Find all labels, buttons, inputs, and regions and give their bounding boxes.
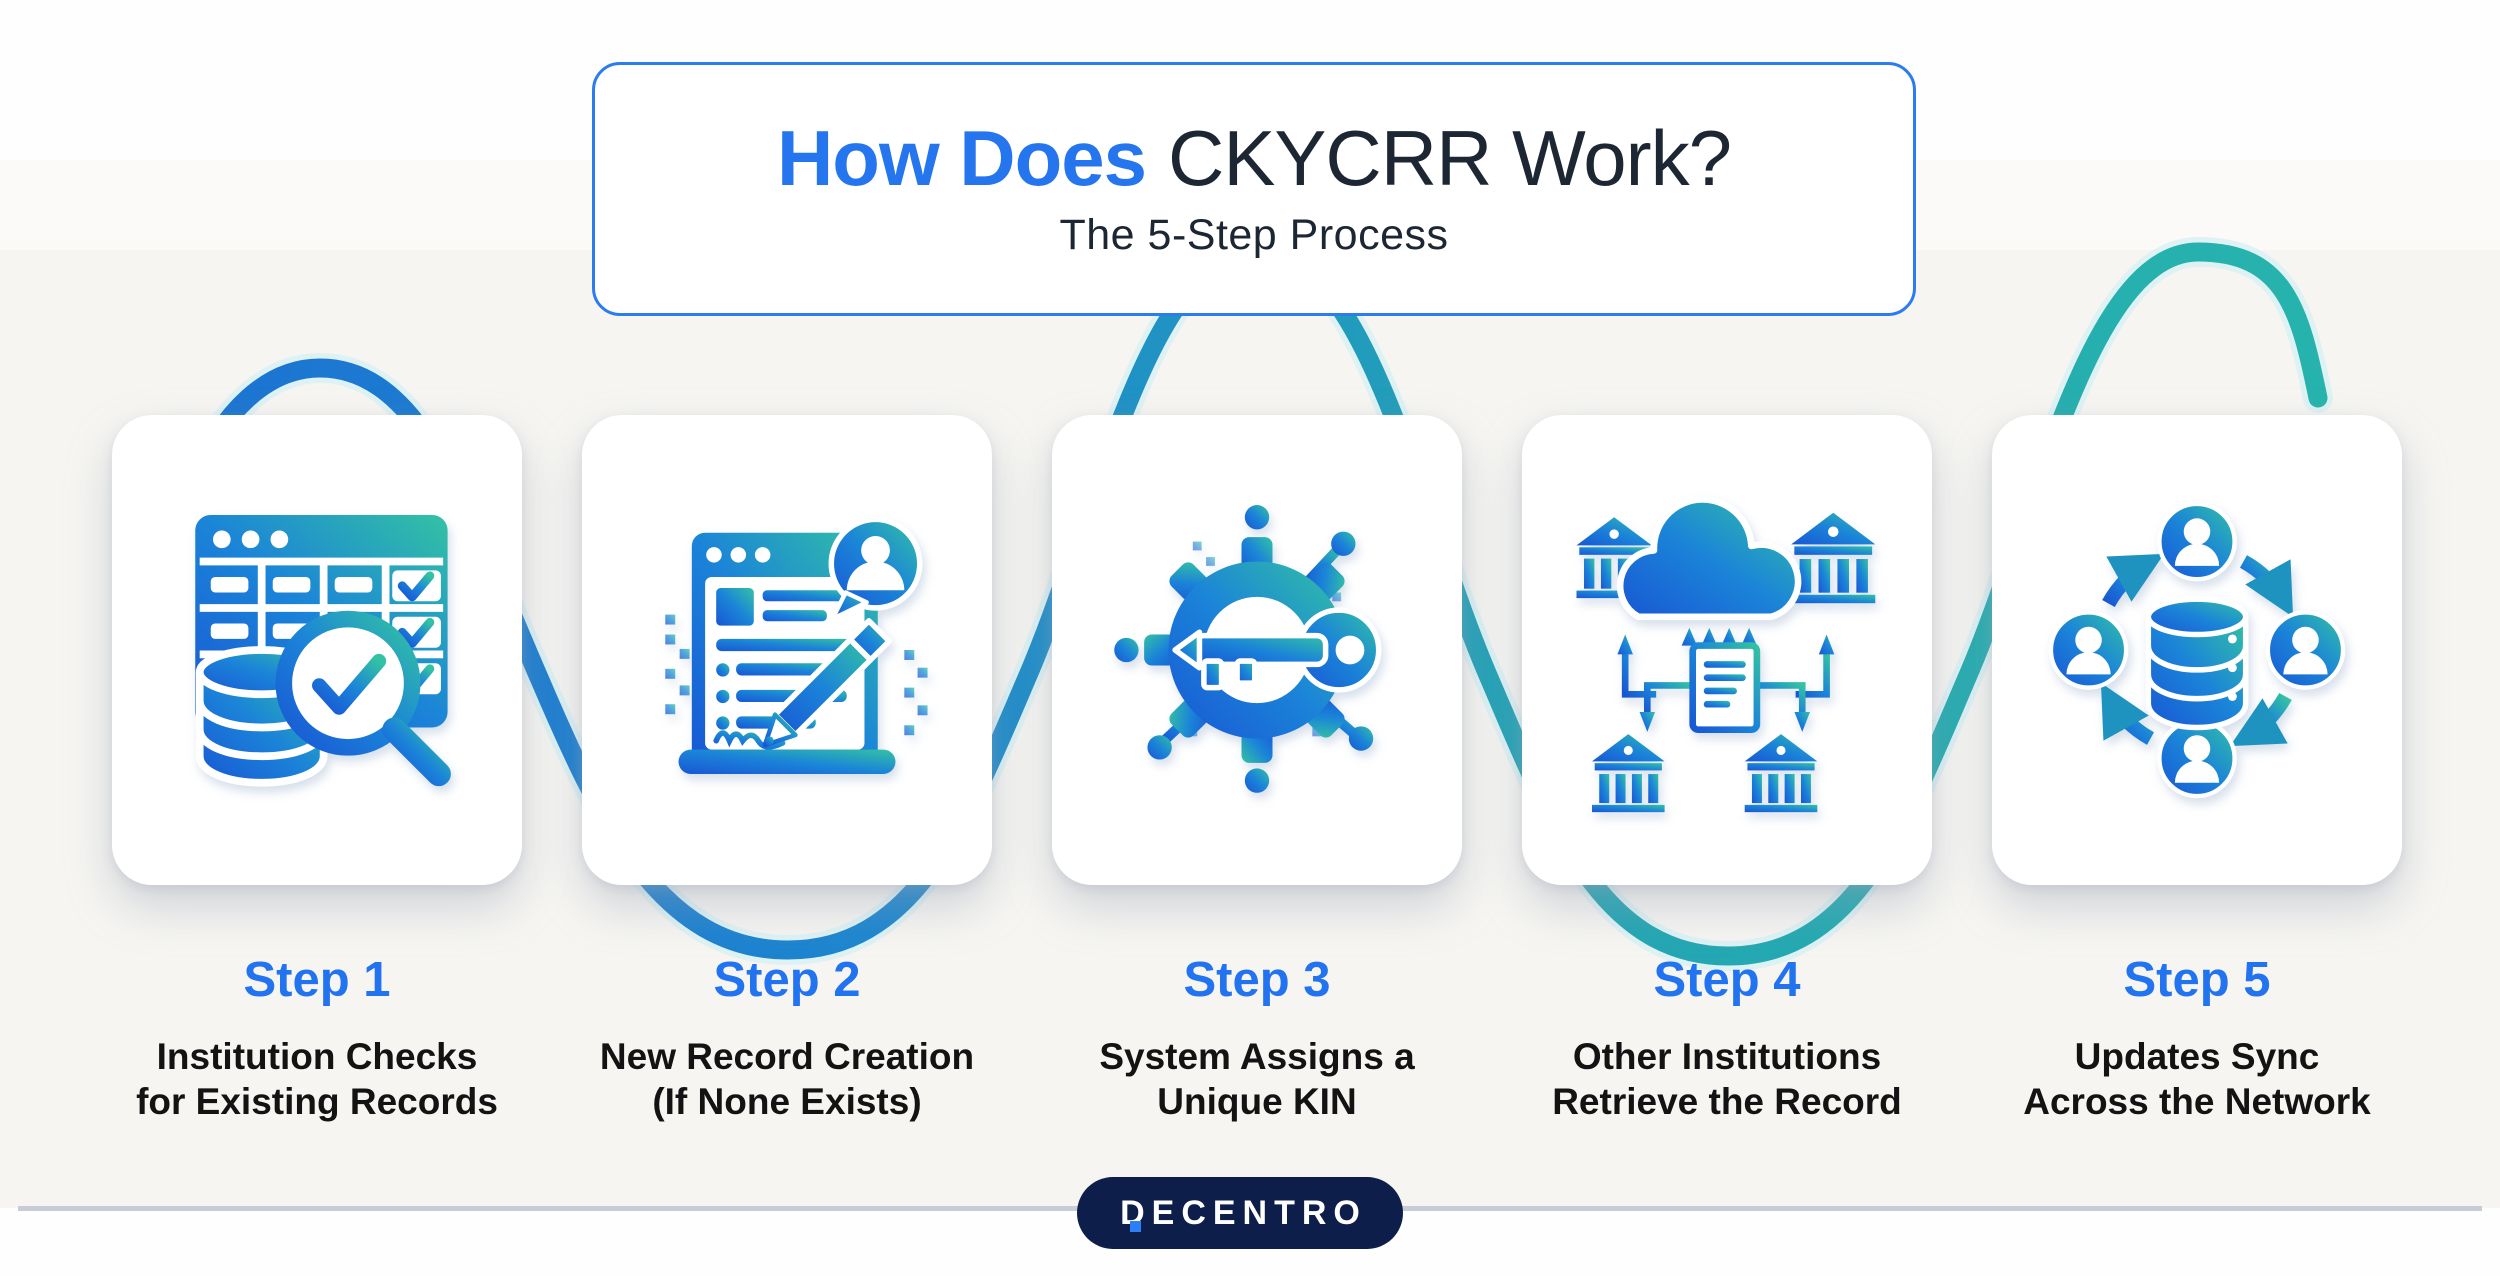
sync-network-icon [2031, 484, 2363, 816]
title-highlight: How Does [776, 113, 1147, 202]
step2-card [582, 415, 992, 885]
step5-number: Step 5 [2123, 953, 2271, 1007]
step3-label-block: Step 3 System Assigns a Unique KIN [1022, 952, 1492, 1124]
step1-card [112, 415, 522, 885]
step4-description: Other Institutions Retrieve the Record [1552, 1036, 1902, 1123]
record-creation-icon [665, 516, 928, 774]
step3-card [1052, 415, 1462, 885]
page-subtitle: The 5-Step Process [1059, 210, 1449, 259]
step1-description: Institution Checks for Existing Records [136, 1036, 498, 1123]
step4-label-block: Step 4 Other Institutions Retrieve the R… [1492, 952, 1962, 1124]
brand-name: DECENTRO [1120, 1193, 1367, 1232]
title-rest: CKYCRR Work? [1168, 113, 1732, 202]
step5-card [1992, 415, 2402, 885]
logo-dot-icon [1130, 1221, 1141, 1232]
step5-description: Updates Sync Across the Network [2023, 1036, 2371, 1123]
step4-number: Step 4 [1653, 953, 1801, 1007]
step1-number: Step 1 [243, 953, 391, 1007]
decentro-logo: DECENTRO [1077, 1177, 1403, 1249]
step1-label-block: Step 1 Institution Checks for Existing R… [82, 952, 552, 1124]
institutions-cloud-icon [1576, 496, 1876, 813]
records-search-icon [195, 514, 451, 787]
step2-number: Step 2 [713, 953, 861, 1007]
step2-label-block: Step 2 New Record Creation (If None Exis… [552, 952, 1022, 1124]
kin-key-icon [1114, 505, 1382, 793]
step5-label-block: Step 5 Updates Sync Across the Network [1962, 952, 2432, 1124]
step3-number: Step 3 [1183, 953, 1331, 1007]
step4-card [1522, 415, 1932, 885]
step2-description: New Record Creation (If None Exists) [599, 1036, 975, 1123]
step3-description: System Assigns a Unique KIN [1099, 1036, 1415, 1123]
